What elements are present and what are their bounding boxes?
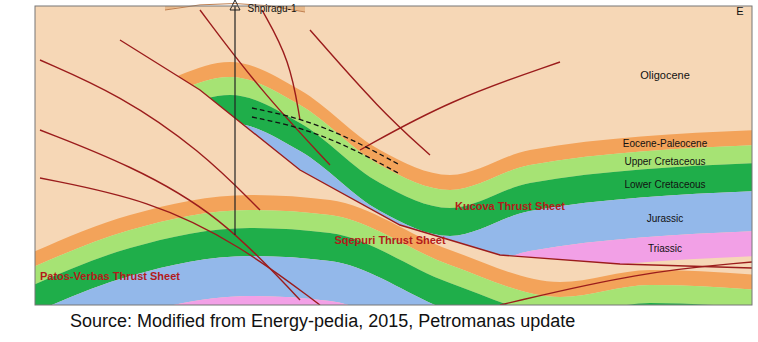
source-caption: Source: Modified from Energy-pedia, 2015… [70, 311, 575, 332]
strata-name: Jurassic [647, 213, 684, 224]
well-path [234, 6, 235, 235]
strata-name: Eocene-Paleocene [623, 138, 708, 149]
kucova-sheet [35, 6, 752, 305]
strata-name: Upper Cretaceous [624, 156, 705, 167]
strata-name: Oligocene [640, 69, 690, 81]
reservoir-trend [252, 108, 400, 165]
thrust-sheet-name: Sqepuri Thrust Sheet [334, 234, 445, 246]
strata-name: Lower Cretaceous [624, 179, 705, 190]
thrust-sheet-name: Patos-Verbas Thrust Sheet [40, 270, 180, 282]
reservoir-trend [252, 117, 400, 174]
strata-band [35, 296, 752, 305]
fault-line [360, 62, 560, 150]
strata-band [100, 123, 752, 276]
frame-border [35, 6, 752, 305]
thrust-sheet-name: Kucova Thrust Sheet [455, 200, 565, 212]
fault-line [200, 10, 330, 165]
fault-line [262, 10, 300, 120]
lower-sheets [35, 6, 752, 305]
fault-line [40, 60, 260, 210]
fault-line [310, 30, 430, 155]
direction-letter: E [736, 5, 743, 17]
derrick-symbol [230, 0, 240, 10]
section-frame [35, 6, 752, 305]
fault-line [40, 130, 300, 300]
strata-band [100, 77, 752, 208]
fault-line [40, 178, 320, 305]
strata-name: Triassic [648, 243, 682, 254]
strata-band [100, 95, 752, 236]
fault-line [500, 262, 752, 305]
strata-band [100, 163, 752, 301]
well-name: Shpiragu-1 [248, 3, 297, 14]
